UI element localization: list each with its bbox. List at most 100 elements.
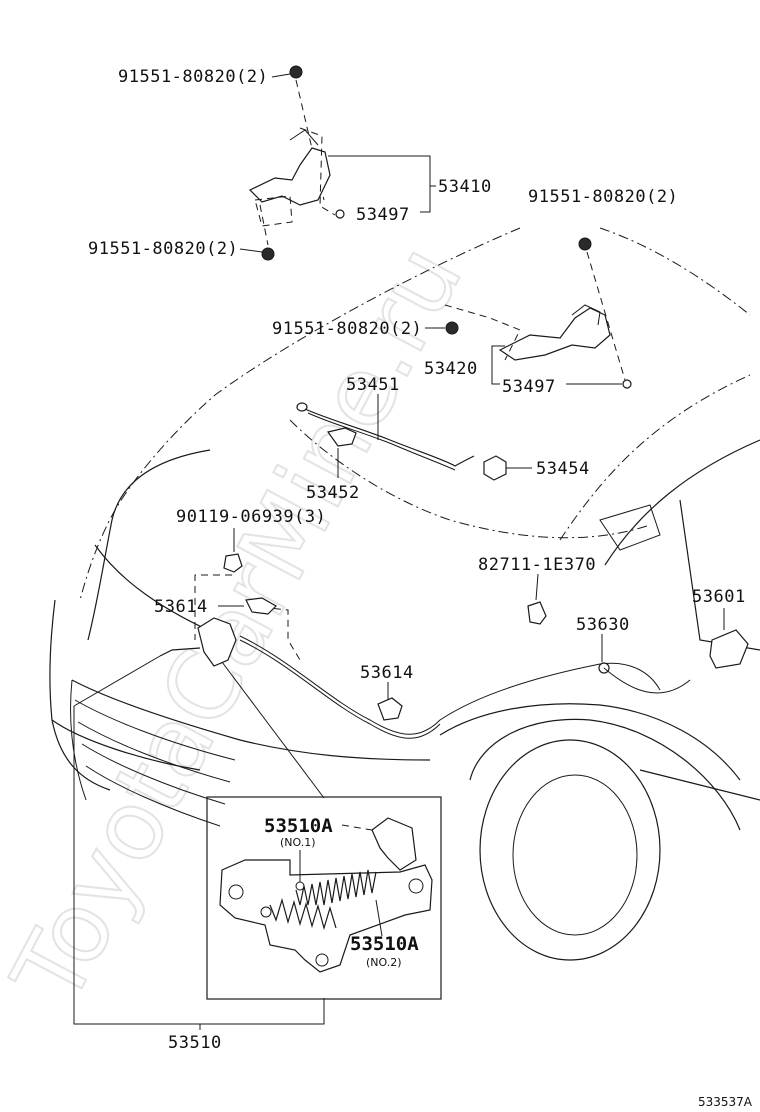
release-cable-front-2 — [239, 639, 441, 739]
label-release-cable: 53630 — [576, 615, 630, 635]
hood-support-rod — [296, 394, 532, 481]
label-hinge-right: 53420 — [424, 359, 478, 379]
leader-spring-2 — [375, 899, 383, 937]
grille-slat-1 — [74, 699, 236, 761]
spring-no2 — [269, 897, 337, 931]
hinge-left-plate — [248, 147, 331, 206]
bracket-53410 — [328, 155, 431, 213]
tire-inner — [512, 774, 638, 936]
diagram-id: 533537A — [698, 1095, 753, 1109]
label-spring-2: 53510A — [350, 933, 419, 955]
fender-to-wheel — [439, 703, 741, 781]
latch-hook — [371, 817, 417, 871]
wheel-arch — [469, 718, 741, 831]
bolt-mid-left-path — [259, 204, 269, 246]
hinge-left — [239, 65, 436, 261]
hinge-right-dash-box — [444, 304, 521, 361]
grille-slat-3 — [81, 743, 226, 805]
bracket-53420 — [491, 345, 505, 385]
label-hood-lock-assy: 53510 — [168, 1033, 222, 1053]
spring-no1 — [295, 869, 377, 906]
rod-end-left — [296, 402, 308, 412]
plate-hole-bottom — [315, 953, 329, 967]
grille-top — [71, 679, 431, 761]
hood-outline-inner — [289, 419, 651, 539]
bolt-top-left-head — [289, 65, 303, 79]
label-support-rod: 53451 — [346, 375, 400, 395]
clamp-dash — [249, 605, 301, 661]
label-spring-1-note: (NO.1) — [280, 836, 316, 849]
clamp-a — [245, 597, 277, 615]
plate-hole-left — [228, 884, 244, 900]
detail-callout-line-right — [221, 661, 325, 799]
label-bolt-mid-left: 91551-80820(2) — [88, 239, 238, 259]
labels: 91551-80820(2) 53410 53497 91551-80820(2… — [88, 67, 753, 1109]
bracket-53510 — [73, 706, 325, 1025]
label-clamp-b: 53614 — [360, 663, 414, 683]
left-fender-line — [87, 449, 211, 641]
release-lever — [709, 629, 749, 669]
a-pillar — [604, 439, 760, 566]
rod-holder — [326, 427, 357, 447]
lock-plate — [219, 859, 433, 973]
hinge-left-dash-box-2 — [299, 127, 336, 216]
cable-clip — [527, 601, 547, 625]
hinge-left-dash-box — [254, 195, 293, 227]
label-rod-grommet: 53454 — [536, 459, 590, 479]
label-release-lever: 53601 — [692, 587, 746, 607]
label-bolt-top-left: 91551-80820(2) — [118, 67, 268, 87]
cable-to-lever — [603, 667, 691, 694]
rod-body — [304, 408, 475, 467]
grille-slat-2 — [77, 721, 231, 783]
tire-outer — [479, 739, 661, 961]
leader-spring-1-dash — [341, 824, 373, 831]
spring-hook-2 — [260, 906, 272, 918]
hinge-left-arm — [289, 129, 319, 146]
label-clamp-a: 53614 — [154, 597, 208, 617]
label-bolt-top-right: 91551-80820(2) — [528, 187, 678, 207]
clamp-b — [377, 697, 403, 721]
lock-lever — [159, 647, 201, 657]
bolt-mid-left-head — [261, 247, 275, 261]
lock-mount-dash — [194, 574, 232, 640]
label-hinge-left: 53410 — [438, 177, 492, 197]
hinge-right-knuckle — [571, 304, 601, 326]
label-bushing-right: 53497 — [502, 377, 556, 397]
label-clip: 82711-1E370 — [478, 555, 596, 575]
bolt-hinge-right-head — [445, 321, 459, 335]
bolt-top-right-path — [586, 251, 626, 381]
windshield-line — [559, 374, 751, 541]
hood-outline-left — [79, 227, 521, 601]
label-bolt-hinge-right: 91551-80820(2) — [272, 319, 422, 339]
bushing-right — [622, 379, 632, 389]
car-body-outline — [49, 227, 760, 961]
plate-hole-right — [408, 878, 424, 894]
door-line — [679, 499, 760, 651]
detail-callout-line-left — [73, 655, 161, 707]
rod-grommet — [483, 455, 507, 481]
rod-body-shadow — [307, 412, 456, 471]
bolt-top-right-head — [578, 237, 592, 251]
release-cable-front — [239, 635, 661, 735]
grille-side — [70, 679, 87, 801]
label-lock-screw: 90119-06939(3) — [176, 507, 326, 527]
label-bushing-left: 53497 — [356, 205, 410, 225]
hinge-right — [425, 237, 632, 389]
bushing-left — [335, 209, 345, 219]
hood-lock-area — [73, 528, 749, 799]
leader-bolt-top-left — [271, 73, 291, 78]
leader-clip — [535, 573, 539, 601]
rocker-line — [639, 769, 760, 801]
label-rod-holder: 53452 — [306, 483, 360, 503]
leader-bolt-mid-left — [239, 248, 263, 253]
label-spring-1: 53510A — [264, 815, 333, 837]
hood-outline-right — [599, 227, 751, 316]
grille-slat-4 — [85, 765, 221, 827]
label-spring-2-note: (NO.2) — [366, 956, 402, 969]
hinge-right-plate — [498, 307, 611, 361]
lock-screw — [223, 553, 243, 573]
mirror — [599, 504, 661, 551]
hood-lock — [197, 617, 237, 667]
